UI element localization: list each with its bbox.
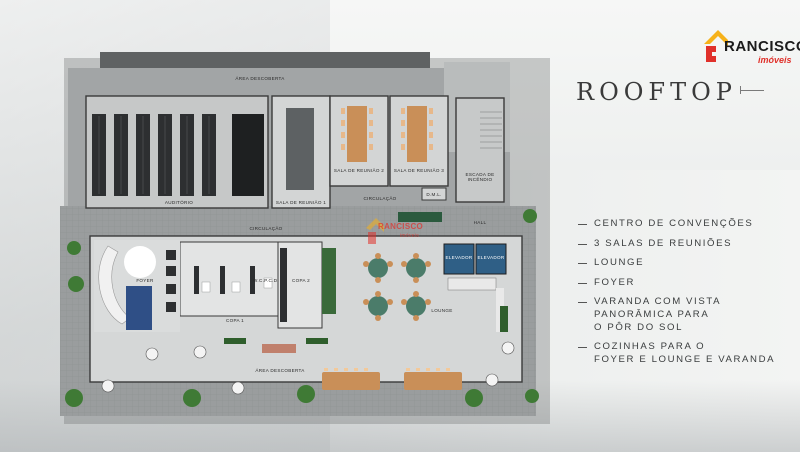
dash-icon	[578, 224, 587, 225]
logo-tagline: imóveis	[758, 55, 792, 65]
label-escada: ESCADA DE INCÊNDIO	[465, 172, 495, 183]
label-hall: HALL	[473, 220, 487, 225]
label-elevador-1: ELEVADOR	[445, 255, 473, 260]
label-copa-1: COPA 1	[225, 318, 245, 323]
dash-icon	[578, 243, 587, 245]
outdoor-tables	[101, 341, 515, 395]
meeting-table-3	[407, 106, 427, 162]
dash-icon	[578, 302, 587, 304]
label-area-descoberta-bottom: ÁREA DESCOBERTA	[255, 368, 305, 373]
feature-text: COZINHAS PARA O FOYER E LOUNGE E VARANDA	[594, 341, 776, 365]
label-circulacao-upper: CIRCULAÇÃO	[363, 196, 397, 201]
reception-desk	[398, 212, 442, 222]
label-sala-3: SALA DE REUNIÃO 3	[393, 168, 445, 173]
floor-plan-drawing	[60, 52, 550, 424]
planters	[224, 306, 508, 344]
elevator-2	[475, 243, 507, 275]
watermark-tagline: imóveis	[400, 233, 420, 239]
dash-icon	[578, 263, 587, 265]
lounge-sofa	[447, 277, 497, 291]
label-auditorio: AUDITÓRIO	[164, 200, 194, 205]
label-elevador-2: ELEVADOR	[477, 255, 505, 260]
feature-item: LOUNGE	[578, 257, 788, 270]
top-edge	[100, 52, 430, 68]
label-copa-2: COPA 2	[291, 278, 311, 283]
feature-item: FOYER	[578, 277, 788, 290]
floor-plan: ÁREA DESCOBERTA AUDITÓRIO SALA DE REUNIÃ…	[60, 52, 550, 424]
outdoor-bench	[262, 344, 296, 353]
page-title: ROOFTOP	[576, 78, 737, 106]
copa-2-counter	[280, 248, 287, 322]
elevator-1	[443, 243, 475, 275]
logo-brand-name: RANCISCO	[724, 38, 800, 55]
feature-item: VARANDA COM VISTA PANORÂMICA PARA O PÔR …	[578, 296, 788, 334]
label-wcpcd: W.C.P.C.D.	[253, 278, 279, 283]
dash-icon	[578, 282, 587, 284]
feature-item: 3 SALAS DE REUNIÕES	[578, 238, 788, 251]
feature-item: CENTRO DE CONVENÇÕES	[578, 218, 788, 231]
logo-house-icon	[704, 30, 728, 62]
feature-text: FOYER	[594, 276, 636, 288]
watermark-brand: RANCISCO	[378, 222, 424, 231]
label-foyer: FOYER	[136, 278, 154, 283]
feature-item: COZINHAS PARA O FOYER E LOUNGE E VARANDA	[578, 341, 788, 366]
outdoor-long-tables	[322, 372, 462, 390]
fire-stairs	[455, 97, 505, 203]
title-decoration-tick	[740, 86, 741, 94]
restrooms	[179, 241, 297, 317]
foyer-round-table	[124, 246, 156, 278]
feature-list: CENTRO DE CONVENÇÕES 3 SALAS DE REUNIÕES…	[578, 218, 788, 373]
feature-text: 3 SALAS DE REUNIÕES	[594, 237, 733, 249]
label-dml: D.M.L.	[426, 192, 442, 197]
label-sala-2: SALA DE REUNIÃO 2	[333, 168, 385, 173]
feature-text: CENTRO DE CONVENÇÕES	[594, 218, 754, 229]
label-area-descoberta-top: ÁREA DESCOBERTA	[235, 76, 285, 81]
label-lounge: LOUNGE	[431, 308, 453, 313]
foyer-rug	[126, 286, 152, 330]
feature-text: LOUNGE	[594, 257, 645, 269]
meeting-table-2	[347, 106, 367, 162]
feature-text: VARANDA COM VISTA PANORÂMICA PARA O PÔR …	[594, 296, 722, 333]
dml-room	[421, 187, 447, 201]
dash-icon	[578, 347, 587, 349]
label-circulacao-lower: CIRCULAÇÃO	[249, 226, 283, 231]
watermark-logo-icon	[366, 218, 384, 244]
plant-icons	[65, 209, 539, 407]
title-decoration-line	[740, 90, 764, 91]
brand-logo: RANCISCO imóveis	[700, 24, 800, 72]
lounge-tables	[363, 253, 431, 321]
lounge-green-sofa	[322, 248, 336, 314]
meeting-table-1	[286, 108, 314, 190]
label-sala-1: SALA DE REUNIÃO 1	[275, 200, 327, 205]
